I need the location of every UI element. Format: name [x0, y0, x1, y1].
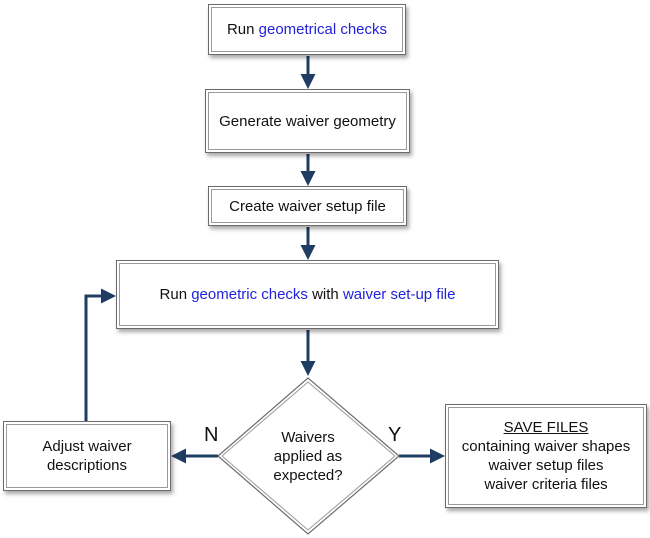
step-create-waiver-setup-file: Create waiver setup file [208, 186, 407, 226]
yes-branch-label: Y [388, 424, 402, 446]
step-run-geometrical-checks-label: Run geometrical checks [226, 21, 388, 38]
step-create-waiver-setup-file-label: Create waiver setup file [229, 197, 386, 215]
geometrical-checks-text: geometrical checks [258, 21, 388, 38]
step-save-files-content: SAVE FILES containing waiver shapes waiv… [461, 419, 631, 493]
step-generate-waiver-geometry-label: Generate waiver geometry [219, 112, 396, 130]
decision-diamond [217, 377, 400, 535]
step-run-with-setup-file-label: Run geometric checks with waiver set-up … [159, 286, 456, 303]
arrow-adjust-loop-back [84, 288, 116, 422]
step-generate-waiver-geometry: Generate waiver geometry [205, 89, 410, 153]
step-adjust-waiver-descriptions-label: Adjust waiver descriptions [42, 438, 132, 474]
step-save-files: SAVE FILES containing waiver shapes waiv… [445, 404, 647, 508]
decision-label: Waivers applied as expected? [273, 429, 343, 484]
geometric-checks-text: geometric checks [191, 286, 308, 303]
step-run-geometrical-checks: Run geometrical checks [208, 4, 406, 55]
step-run-with-setup-file: Run geometric checks with waiver set-up … [116, 260, 499, 329]
waiver-setup-file-text: waiver set-up file [342, 286, 456, 303]
save-files-title: SAVE FILES [503, 419, 589, 436]
step-adjust-waiver-descriptions: Adjust waiver descriptions [3, 421, 171, 491]
no-branch-label: N [204, 424, 219, 446]
